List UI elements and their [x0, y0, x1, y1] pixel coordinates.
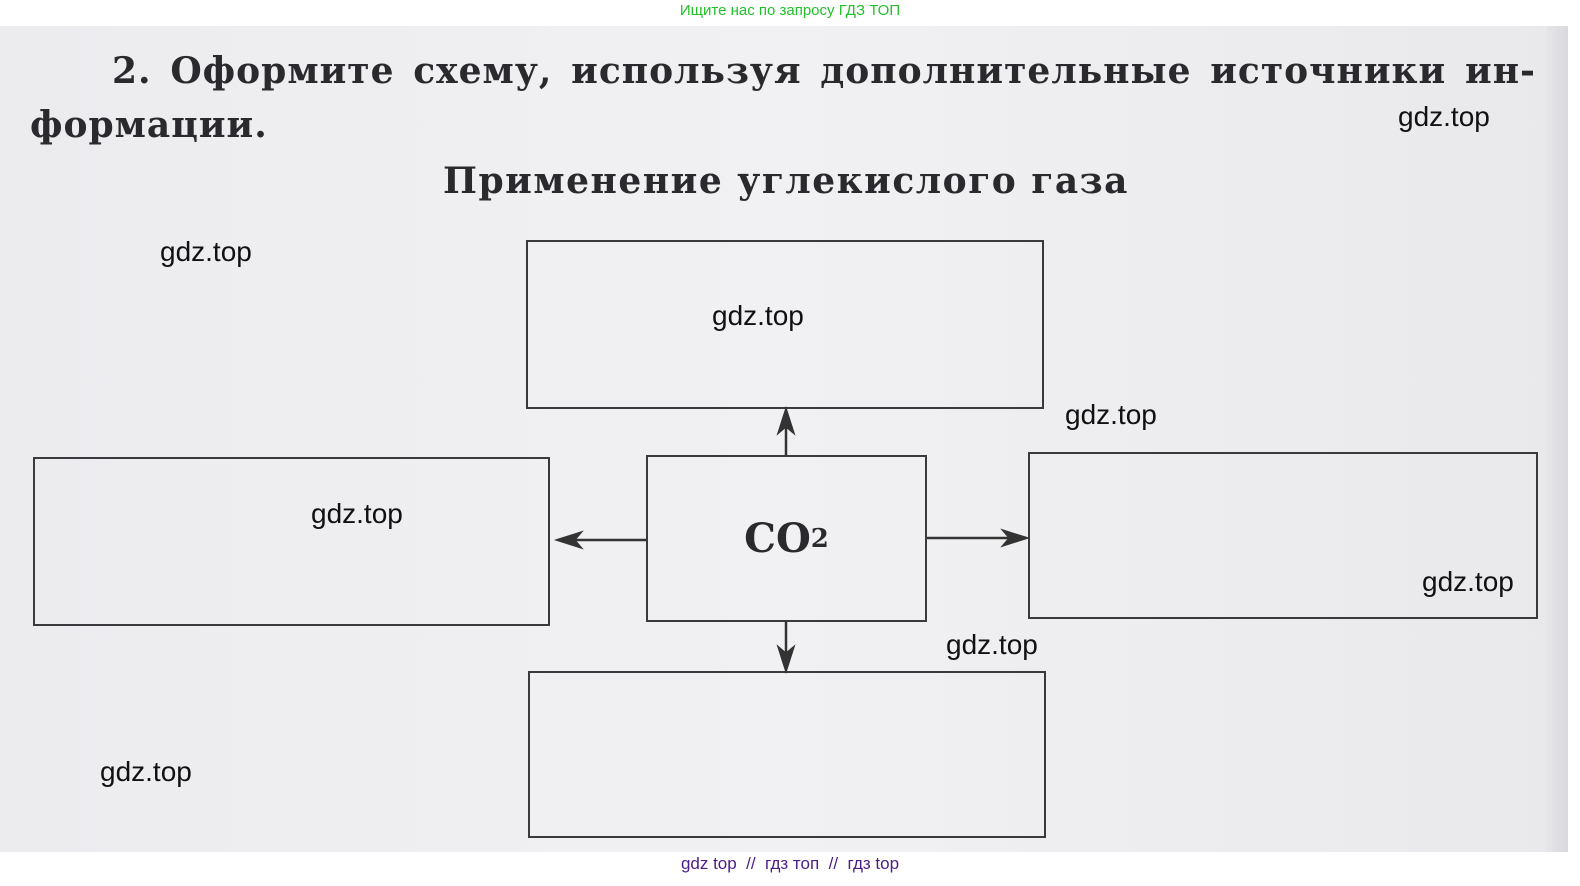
watermark: gdz.top [100, 756, 192, 787]
task-line-2: формации. [30, 104, 268, 146]
footer-links[interactable]: gdz top // гдз топ // гдз top [680, 854, 900, 873]
formula-text: CO [744, 515, 811, 562]
answer-box-top[interactable] [526, 240, 1044, 409]
watermark: gdz.top [712, 300, 804, 331]
answer-box-bottom[interactable] [528, 671, 1046, 838]
arrow-right-head [1000, 528, 1031, 548]
watermark: gdz.top [1065, 399, 1157, 430]
arrow-left-head [553, 530, 584, 550]
textbook-page [0, 26, 1568, 852]
answer-box-right[interactable] [1028, 452, 1538, 619]
scheme-heading: Применение углекислого газа [443, 160, 1129, 202]
watermark: gdz.top [311, 498, 403, 529]
watermark: gdz.top [1422, 566, 1514, 597]
task-text: 2. Оформите схему, используя дополнитель… [30, 44, 1536, 152]
task-line-1: 2. Оформите схему, используя дополнитель… [112, 50, 1536, 92]
arrow-up-head [776, 405, 796, 436]
center-box [646, 455, 927, 622]
arrow-down-head [776, 644, 796, 675]
page-edge [1546, 26, 1568, 852]
formula-subscript: 2 [810, 523, 829, 554]
search-banner[interactable]: Ищите нас по запросу ГДЗ ТОП [679, 2, 901, 19]
watermark: gdz.top [946, 629, 1038, 660]
watermark: gdz.top [1398, 101, 1490, 132]
watermark: gdz.top [160, 236, 252, 267]
answer-box-left[interactable] [33, 457, 550, 626]
